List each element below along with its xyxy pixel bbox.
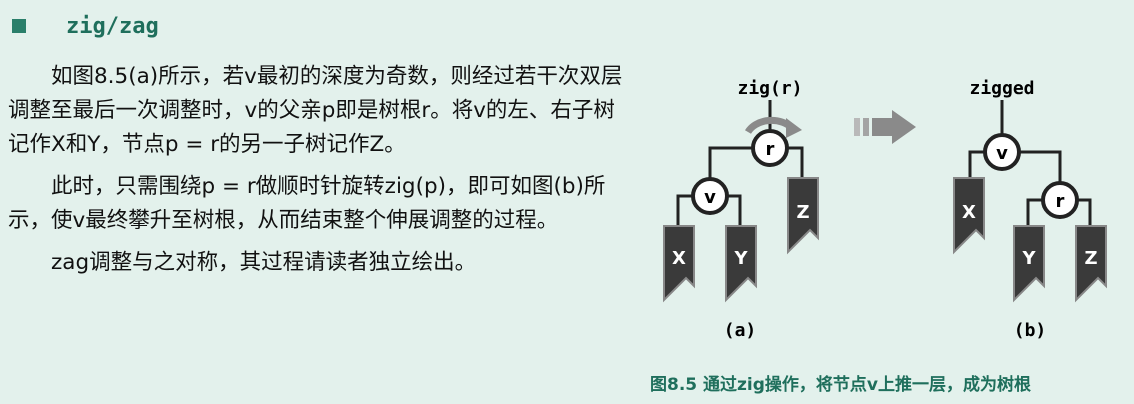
edge-a-r-v: [708, 146, 752, 188]
node-b-root-label: v: [996, 143, 1008, 164]
edge-b-r-y: [1026, 198, 1042, 226]
edge-b-r-z: [1078, 198, 1092, 226]
label-zig-r: zig(r): [737, 78, 802, 99]
subtree-b-x: [953, 177, 985, 255]
node-b-child-label: r: [1056, 191, 1065, 212]
square-bullet-icon: [12, 19, 26, 33]
subtree-a-y-label: Y: [733, 248, 748, 269]
subtree-b-z-label: Z: [1084, 248, 1097, 269]
section-heading: zig/zag: [12, 8, 159, 44]
label-b: (b): [1014, 320, 1047, 341]
node-a-root-label: r: [766, 139, 775, 160]
label-zigged: zigged: [969, 78, 1034, 99]
edge-b-v-x: [968, 150, 984, 178]
node-b-child: [1041, 181, 1079, 219]
subtree-b-z: [1075, 225, 1107, 303]
rotate-arrow-head-icon: [786, 118, 802, 138]
node-b-root: [983, 133, 1021, 171]
edge-a-v-y: [728, 194, 742, 226]
zig-diagram: zig(r) r v X Y Z (a) zigged: [663, 78, 1107, 341]
figure-8-5: zig(r) r v X Y Z (a) zigged: [640, 60, 1134, 360]
subtree-a-x-label: X: [672, 248, 686, 269]
edge-a-v-x: [676, 194, 692, 226]
label-a: (a): [724, 320, 757, 341]
node-a-child: [691, 177, 729, 215]
paragraph-3: zag调整与之对称，其过程请读者独立绘出。: [51, 250, 477, 275]
subtree-b-x-label: X: [962, 202, 976, 223]
subtree-b-y: [1013, 225, 1045, 303]
node-a-root: [751, 129, 789, 167]
paragraph-1: 如图8.5(a)所示，若v最初的深度为奇数，则经过若干次双层调整至最后一次调整时…: [8, 64, 623, 157]
arrow-body: [872, 118, 894, 136]
right-arrow-icon: [892, 110, 916, 144]
subtree-b-y-label: Y: [1021, 248, 1036, 269]
subtree-a-z: [787, 177, 819, 255]
edge-a-r-z: [788, 146, 804, 178]
body-text: 如图8.5(a)所示，若v最初的深度为奇数，则经过若干次双层调整至最后一次调整时…: [8, 60, 628, 280]
node-a-child-label: v: [704, 187, 716, 208]
edge-b-v-r: [1020, 150, 1062, 184]
subtree-a-z-label: Z: [796, 202, 809, 223]
figure-caption: 图8.5 通过zig操作，将节点v上推一层，成为树根: [650, 375, 1032, 395]
arrow-stripe-1: [854, 118, 860, 136]
paragraph-2: 此时，只需围绕p = r做顺时针旋转zig(p)，即可如图(b)所示，使v最终攀…: [8, 174, 606, 233]
arrow-stripe-2: [863, 118, 869, 136]
subtree-a-x: [663, 225, 695, 303]
subtree-a-y: [725, 225, 757, 303]
heading-title: zig/zag: [66, 13, 159, 39]
